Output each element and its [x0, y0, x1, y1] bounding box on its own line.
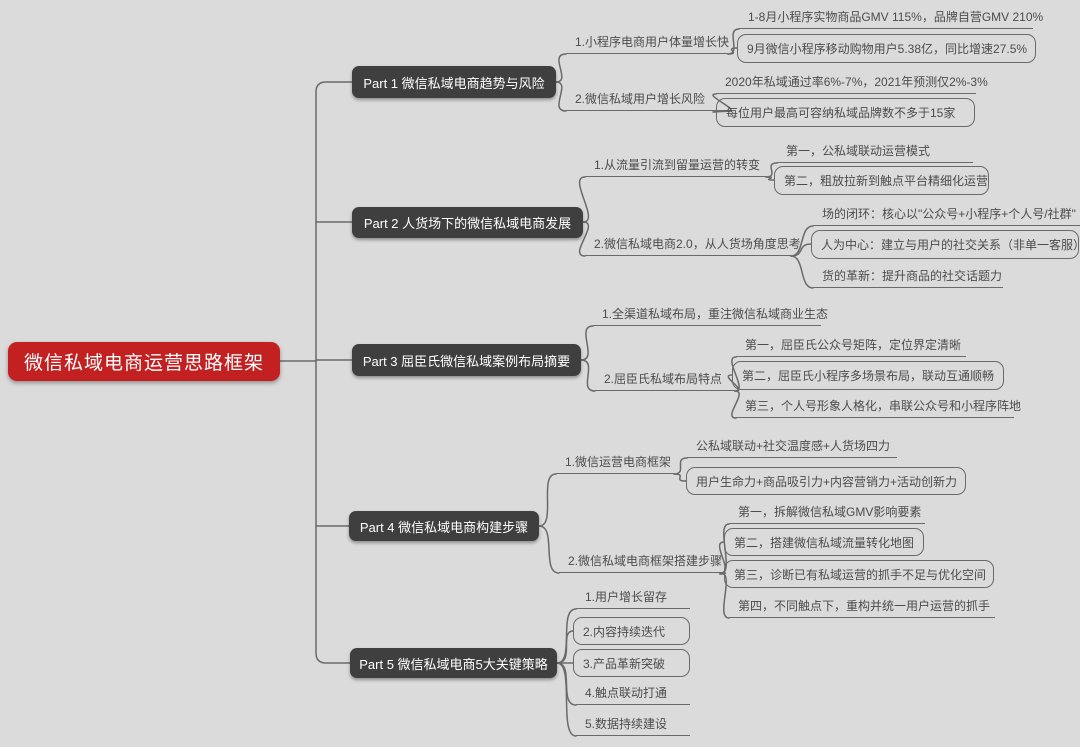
topic-goods-innovation[interactable]: 货的革新：提升商品的社交话题力 [813, 266, 1003, 288]
topic-operation-framework[interactable]: 1.微信运营电商框架 [556, 452, 674, 474]
topic-omnichannel-layout[interactable]: 1.全渠道私域布局，重注微信私域商业生态 [593, 304, 828, 326]
topic-refined-operation[interactable]: 第二，粗放拉新到触点平台精细化运营 [774, 166, 989, 195]
topic-watsons-official-accounts[interactable]: 第一，屈臣氏公众号矩阵，定位界定清晰 [736, 335, 966, 357]
topic-watsons-personal-account[interactable]: 第三，个人号形象人格化，串联公众号和小程序阵地 [736, 396, 1021, 418]
topic-people-centered[interactable]: 人为中心：建立与用户的社交关系（非单一客服） [811, 230, 1080, 259]
topic-step-3-diagnose[interactable]: 第三，诊断已有私域运营的抓手不足与优化空间 [724, 560, 994, 588]
topic-watsons-miniprogram[interactable]: 第二，屈臣氏小程序多场景布局，联动互通顺畅 [732, 361, 1004, 390]
branch-part-2[interactable]: Part 2 人货场下的微信私域电商发展 [352, 207, 583, 238]
topic-scene-loop[interactable]: 场的闭环：核心以"公众号+小程序+个人号/社群" [813, 204, 1080, 226]
topic-content-iteration[interactable]: 2.内容持续迭代 [573, 617, 690, 645]
topic-step-4-rebuild[interactable]: 第四，不同触点下，重构并统一用户运营的抓手 [729, 596, 995, 618]
topic-product-innovation[interactable]: 3.产品革新突破 [573, 649, 690, 677]
branch-part-1[interactable]: Part 1 微信私域电商趋势与风险 [352, 66, 556, 98]
topic-ecommerce-2-0[interactable]: 2.微信私域电商2.0，从人货场角度思考 [585, 234, 801, 256]
topic-pass-rate[interactable]: 2020年私域通过率6%-7%，2021年预测仅2%-3% [716, 71, 988, 94]
branch-part-4[interactable]: Part 4 微信私域电商构建步骤 [349, 511, 539, 541]
topic-step-1-gmv[interactable]: 第一，拆解微信私域GMV影响要素 [729, 502, 925, 524]
topic-miniprogram-user-growth[interactable]: 1.小程序电商用户体量增长快 [566, 31, 729, 54]
topic-public-private-linkage[interactable]: 第一，公私域联动运营模式 [777, 141, 973, 163]
topic-step-2-traffic-map[interactable]: 第二，搭建微信私域流量转化地图 [724, 528, 924, 556]
topic-user-retention[interactable]: 1.用户增长留存 [576, 587, 690, 609]
topic-framework-steps[interactable]: 2.微信私域电商框架搭建步骤 [559, 551, 722, 573]
topic-traffic-to-retention[interactable]: 1.从流量引流到留量运营的转变 [585, 155, 766, 177]
topic-four-powers[interactable]: 用户生命力+商品吸引力+内容营销力+活动创新力 [686, 467, 966, 495]
branch-part-5[interactable]: Part 5 微信私域电商5大关键策略 [350, 648, 557, 678]
topic-four-forces[interactable]: 公私域联动+社交温度感+人货场四力 [687, 436, 897, 458]
topic-mobile-shopping-users[interactable]: 9月微信小程序移动购物用户5.38亿，同比增速27.5% [737, 34, 1036, 63]
branch-part-3[interactable]: Part 3 屈臣氏微信私域案例布局摘要 [352, 344, 581, 376]
topic-private-user-growth-risk[interactable]: 2.微信私域用户增长风险 [566, 89, 728, 111]
central-topic[interactable]: 微信私域电商运营思路框架 [8, 342, 280, 381]
topic-brand-capacity[interactable]: 每位用户最高可容纳私域品牌数不多于15家 [716, 98, 975, 127]
topic-data-construction[interactable]: 5.数据持续建设 [576, 714, 690, 736]
topic-gmv-stats[interactable]: 1-8月小程序实物商品GMV 115%，品牌自营GMV 210% [739, 6, 1043, 29]
topic-touchpoint-linkage[interactable]: 4.触点联动打通 [576, 683, 690, 705]
topic-watsons-features[interactable]: 2.屈臣氏私域布局特点 [595, 369, 735, 391]
